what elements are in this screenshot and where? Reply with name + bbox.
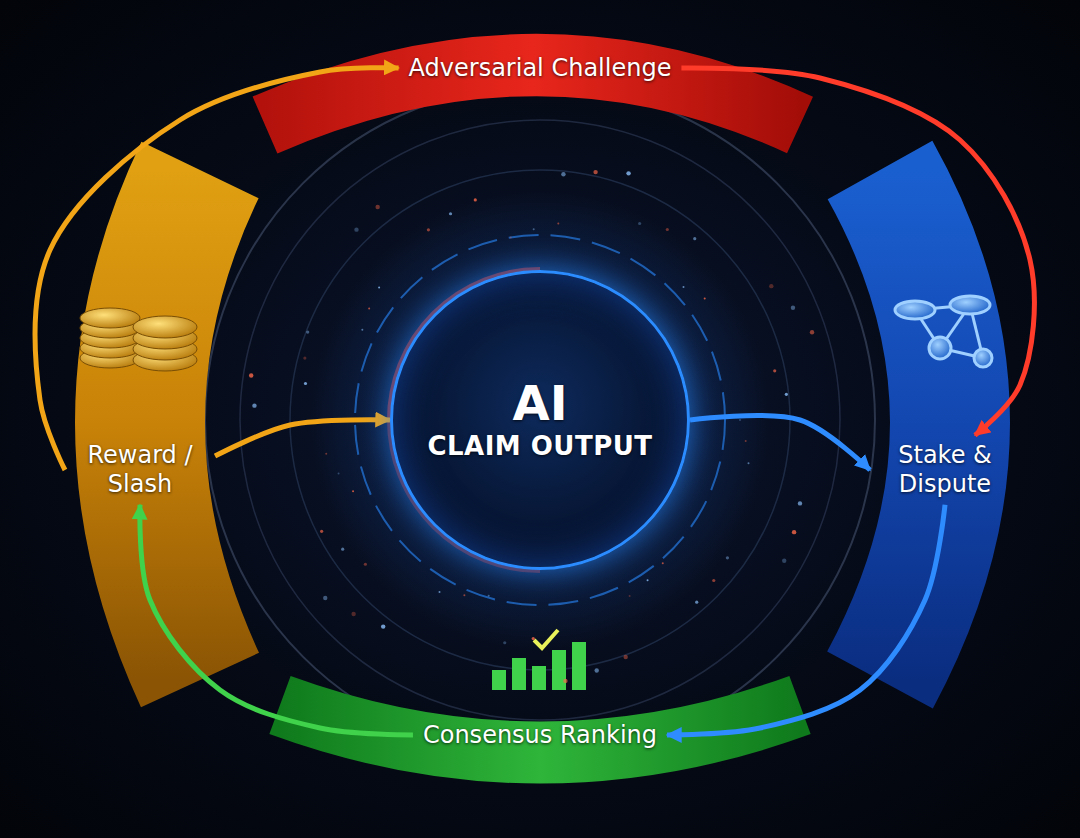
node-subtitle: CLAIM OUTPUT: [427, 430, 652, 464]
flow-arrow: [35, 68, 398, 470]
flow-arrow: [215, 420, 390, 456]
flow-arrow: [690, 416, 870, 470]
hub-circle: AICLAIM OUTPUT: [390, 270, 690, 570]
flow-arrow: [140, 505, 413, 735]
node-title: Reward / Slash: [65, 435, 215, 505]
node-title: Consensus Ranking: [413, 715, 667, 756]
band-label: Adversarial Challenge: [399, 48, 682, 89]
node-title: Stake & Dispute: [870, 435, 1020, 505]
node-title: Adversarial Challenge: [399, 48, 682, 89]
band-label: Stake & Dispute: [870, 435, 1020, 505]
flow-arrow: [667, 505, 945, 735]
band-label: Reward / Slash: [65, 435, 215, 505]
flow-arrow: [681, 68, 1034, 435]
band-label: Consensus Ranking: [413, 715, 667, 756]
node-title: AI: [512, 377, 567, 430]
